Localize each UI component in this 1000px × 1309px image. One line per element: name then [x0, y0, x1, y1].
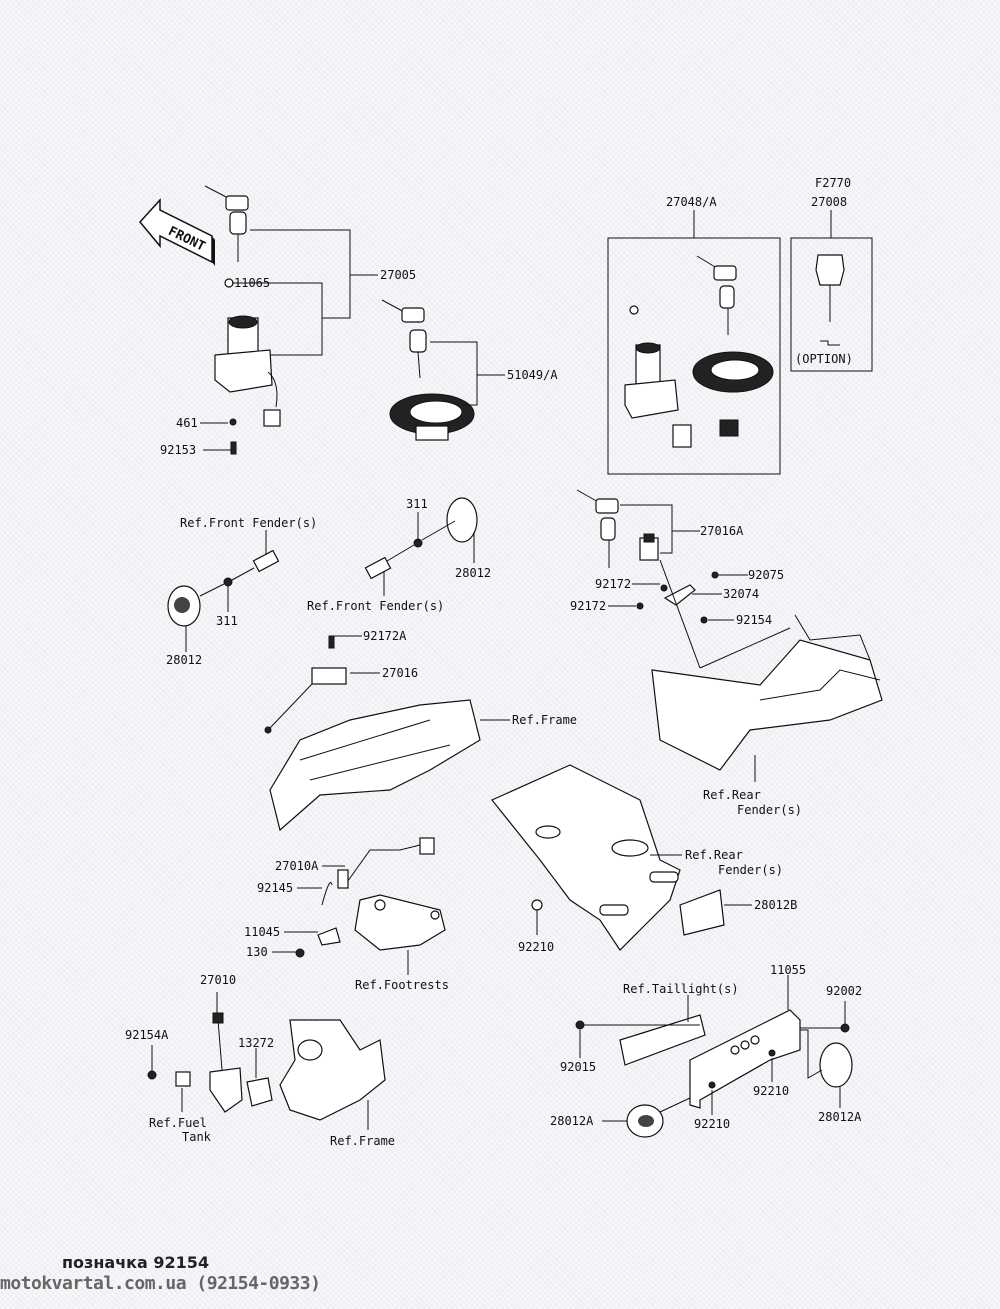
label-92172-lower: 92172 [570, 599, 606, 613]
label-130: 130 [246, 945, 268, 959]
ref-fuel-tank-line2: Tank [182, 1130, 212, 1144]
label-f2770: F2770 [815, 176, 851, 190]
label-28012b: 28012B [754, 898, 797, 912]
label-11055: 11055 [770, 963, 806, 977]
footer-source: motokvartal.com.ua (92154-0933) [0, 1273, 321, 1294]
ref-front-fender-left: Ref.Front Fender(s) [180, 516, 317, 530]
seat-lock-cylinder-icon [639, 533, 659, 561]
label-13272: 13272 [238, 1036, 274, 1050]
fuel-cap-key-icon [381, 299, 427, 379]
ref-taillight: Ref.Taillight(s) [623, 982, 739, 996]
footer-caption: позначка 92154 [62, 1253, 210, 1272]
ref-frame-lower: Ref.Frame [330, 1134, 395, 1148]
blank-key-icon [815, 254, 845, 346]
label-28012-right: 28012 [455, 566, 491, 580]
reflector-left-icon [167, 549, 280, 627]
reflector-lower-left-icon [626, 1104, 664, 1138]
frame-lower-icon [279, 1019, 386, 1121]
label-461: 461 [176, 416, 198, 430]
license-reflector-icon [679, 889, 725, 936]
ignition-key-icon [204, 185, 249, 262]
fuel-cap-icon [389, 393, 475, 441]
label-92172a: 92172A [363, 629, 407, 643]
label-11065: 11065 [234, 276, 270, 290]
front-arrow-icon: FRONT [139, 198, 215, 266]
label-27008: 27008 [811, 195, 847, 209]
reflector-right-icon [364, 497, 478, 580]
label-92210-lower: 92210 [694, 1117, 730, 1131]
label-92075: 92075 [748, 568, 784, 582]
label-27005: 27005 [380, 268, 416, 282]
label-92145: 92145 [257, 881, 293, 895]
label-311-right: 311 [406, 497, 428, 511]
label-11045: 11045 [244, 925, 280, 939]
footrest-bracket-icon [354, 894, 446, 951]
lock-bracket-icon [636, 571, 719, 624]
ref-rear-fender-lower-line2: Fender(s) [718, 863, 783, 877]
label-311-left: 311 [216, 614, 238, 628]
label-92210-right: 92210 [753, 1084, 789, 1098]
option-note: (OPTION) [795, 352, 853, 366]
label-92172-upper: 92172 [595, 577, 631, 591]
seat-lock-latch-icon [264, 635, 347, 734]
label-92153: 92153 [160, 443, 196, 457]
kit-key-icon [696, 255, 737, 335]
ref-rear-fender-upper-line1: Ref.Rear [703, 788, 761, 802]
label-27010a: 27010A [275, 859, 319, 873]
license-bracket-icon [575, 1009, 850, 1109]
label-27010: 27010 [200, 973, 236, 987]
ref-rear-fender-lower-line1: Ref.Rear [685, 848, 743, 862]
ref-frame-upper: Ref.Frame [512, 713, 577, 727]
rear-fender-upper-icon [651, 614, 883, 771]
frame-icon [269, 699, 481, 832]
ref-rear-fender-upper-line2: Fender(s) [737, 803, 802, 817]
label-92154a: 92154A [125, 1028, 169, 1042]
reflector-lower-right-icon [819, 1042, 853, 1088]
ref-footrests: Ref.Footrests [355, 978, 449, 992]
ref-front-fender-right: Ref.Front Fender(s) [307, 599, 444, 613]
label-92210-fender: 92210 [518, 940, 554, 954]
label-92015: 92015 [560, 1060, 596, 1074]
sidestand-switch-icon [295, 837, 435, 958]
label-27048a: 27048/A [666, 195, 717, 209]
label-28012a-left: 28012A [550, 1114, 594, 1128]
label-28012a-right: 28012A [818, 1110, 862, 1124]
seat-lock-key-icon [576, 489, 619, 568]
label-32074: 32074 [723, 587, 759, 601]
kit-cap-icon [692, 351, 774, 437]
label-27016a: 27016A [700, 524, 744, 538]
fuel-sensor-icon [147, 1012, 273, 1113]
rear-fender-lower-icon [491, 764, 681, 951]
ref-fuel-tank-line1: Ref.Fuel [149, 1116, 207, 1130]
label-27016: 27016 [382, 666, 418, 680]
label-28012-left: 28012 [166, 653, 202, 667]
label-92002: 92002 [826, 984, 862, 998]
kit-switch-icon [624, 305, 692, 448]
label-51049a: 51049/A [507, 368, 558, 382]
label-92154: 92154 [736, 613, 772, 627]
ignition-switch-icon [214, 278, 281, 455]
